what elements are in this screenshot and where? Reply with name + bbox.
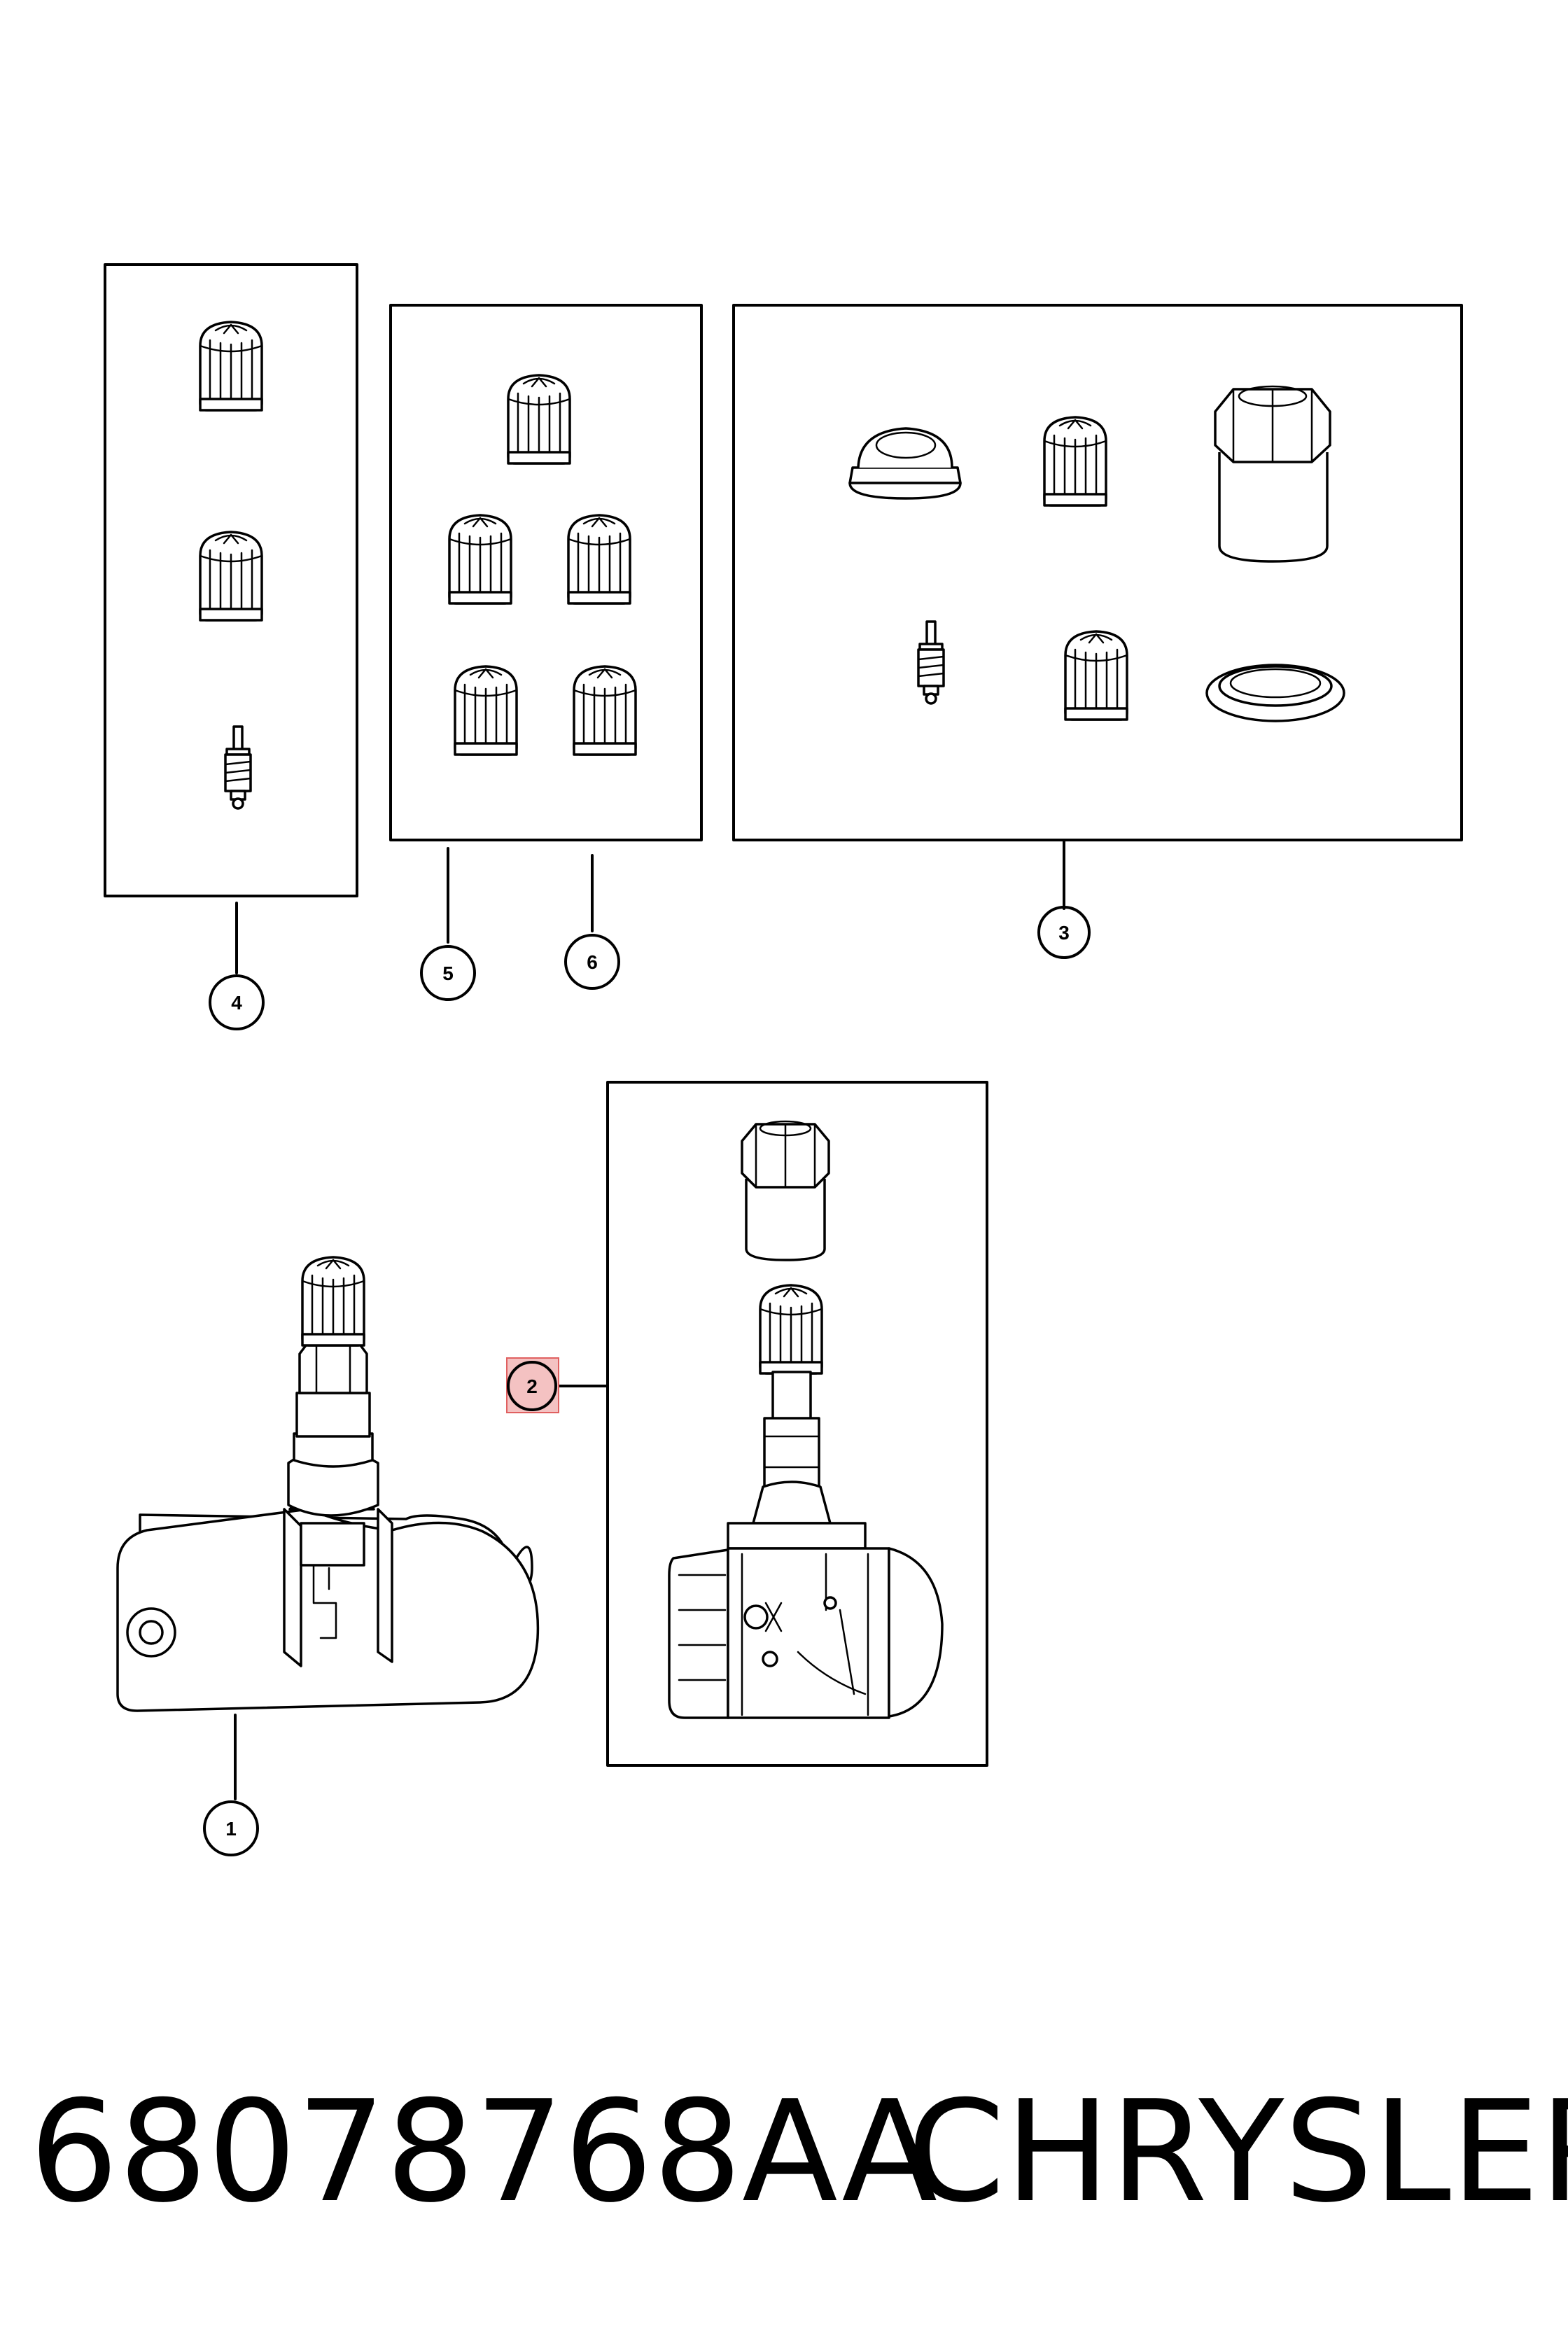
callout-6[interactable]: 6 bbox=[564, 934, 620, 990]
valve-cap bbox=[448, 514, 512, 605]
valve-cap bbox=[1043, 416, 1107, 507]
valve-core bbox=[224, 725, 252, 810]
callout-2-label: 2 bbox=[526, 1376, 538, 1397]
callout-4-label: 4 bbox=[231, 992, 242, 1014]
callout-3[interactable]: 3 bbox=[1037, 906, 1091, 959]
valve-cap bbox=[454, 665, 518, 756]
hex-nut-small bbox=[741, 1120, 830, 1261]
valve-cap bbox=[199, 531, 263, 622]
tpms-sensor-1 bbox=[116, 1256, 540, 1712]
valve-core bbox=[917, 620, 945, 705]
valve-cap bbox=[1064, 630, 1128, 721]
valve-cap bbox=[573, 665, 637, 756]
valve-cap bbox=[507, 374, 571, 465]
callout-4[interactable]: 4 bbox=[209, 974, 265, 1030]
callout-6-label: 6 bbox=[587, 951, 598, 973]
hex-nut bbox=[1214, 385, 1331, 563]
grommet bbox=[848, 427, 962, 500]
callout-2[interactable]: 2 bbox=[506, 1357, 559, 1413]
valve-cap bbox=[199, 321, 263, 412]
kit-box-4 bbox=[104, 263, 358, 897]
kit-box-3 bbox=[732, 304, 1463, 841]
washer bbox=[1205, 664, 1345, 722]
callout-1[interactable]: 1 bbox=[203, 1800, 259, 1856]
callout-5[interactable]: 5 bbox=[420, 945, 476, 1001]
kit-box-5-6 bbox=[389, 304, 703, 841]
tpms-sensor-2 bbox=[668, 1284, 944, 1719]
callout-5-label: 5 bbox=[442, 962, 454, 984]
callout-1-label: 1 bbox=[225, 1818, 237, 1840]
valve-cap bbox=[567, 514, 631, 605]
brand-name: CHRYSLER bbox=[907, 2071, 1568, 2234]
part-number: 68078768AA bbox=[29, 2071, 938, 2234]
kit-box-2 bbox=[606, 1081, 988, 1767]
callout-3-label: 3 bbox=[1058, 922, 1070, 944]
